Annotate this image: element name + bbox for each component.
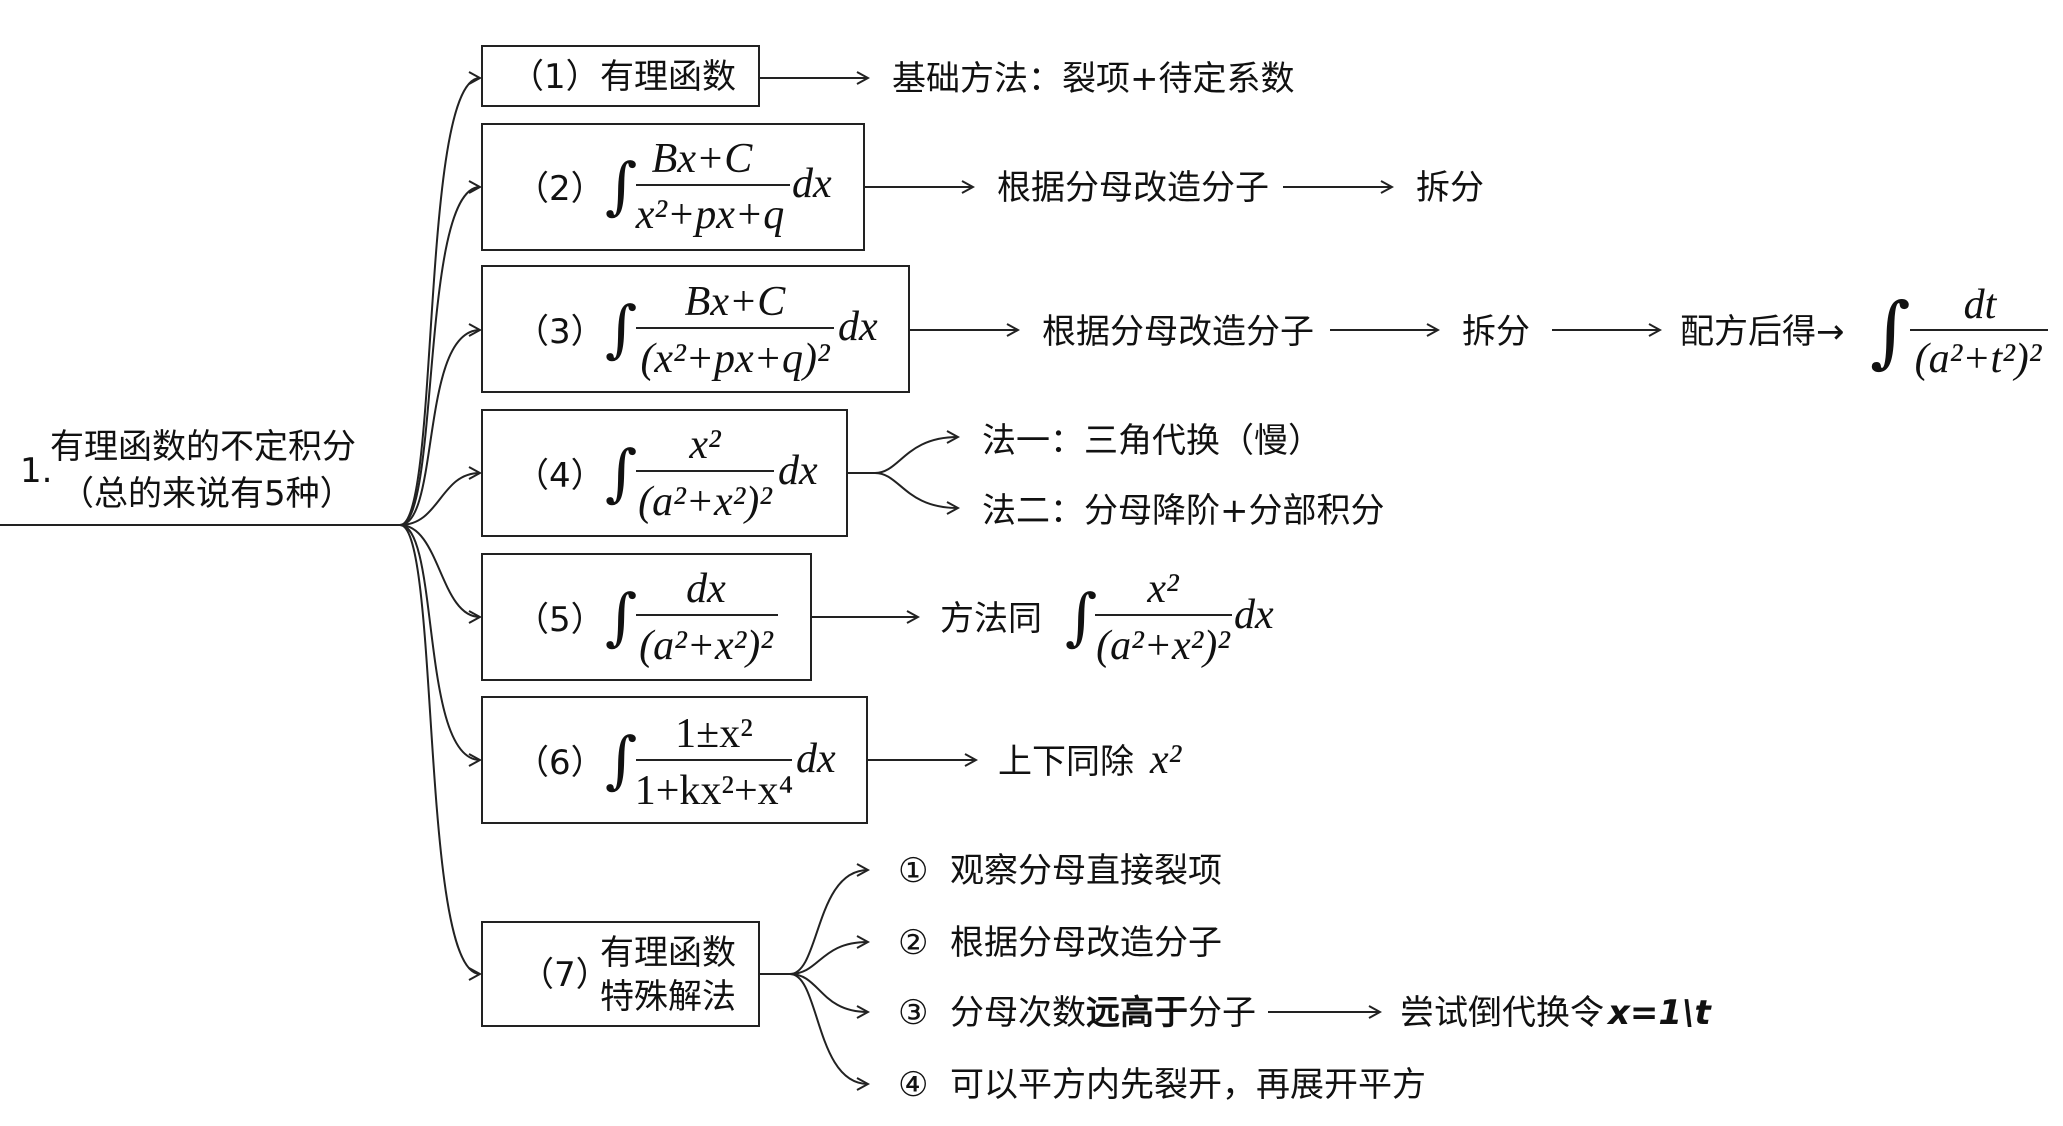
branch-2-numerator: Bx+C (652, 136, 754, 182)
branch-7-item-4-text: 可以平方内先裂开，再展开平方 (950, 1065, 1426, 1105)
branch-7-label: （7） (520, 955, 610, 995)
branch-4: （4） ∫ x² (a²+x²)² dx 法一：三角代换（慢） 法二：分母降阶+… (481, 409, 1385, 537)
connector-1 (399, 78, 480, 526)
branch-5: （5） ∫ dx (a²+x²)² 方法同 ∫ x² (a²+x²)² dx (481, 553, 1274, 681)
branch-5-denominator: (a²+x²)² (639, 623, 774, 669)
branch-1-box (481, 45, 760, 107)
branch-7-item-3-text: 分母次数远高于分子 (950, 993, 1256, 1033)
branch-4-method-2: 法二：分母降阶+分部积分 (982, 491, 1385, 531)
branch-2: （2） ∫ Bx+C x²+px+q dx 根据分母改造分子 拆分 (481, 123, 1484, 251)
branch-5-integral-sign: ∫ (605, 580, 637, 653)
root-node: 1. 有理函数的不定积分 （总的来说有5种） (0, 427, 400, 526)
branch-7-item-4-marker: ④ (898, 1065, 928, 1105)
branch-5-label: （5） (515, 600, 605, 640)
root-title: 有理函数的不定积分 (50, 427, 356, 467)
branch-7-item-3-text-b: 分子 (1188, 993, 1256, 1033)
branch-7-item-1-marker: ① (898, 851, 928, 891)
branch-6-note: 上下同除 (998, 742, 1134, 782)
branch-6-integral-sign: ∫ (605, 723, 637, 796)
branch-3-result-numerator: dt (1964, 282, 1998, 328)
branch-5-ref-numerator: x² (1146, 566, 1180, 612)
root-subtitle: （总的来说有5种） (60, 474, 354, 514)
branch-6-dx: dx (796, 736, 836, 782)
branch-6-numerator: 1±x² (675, 711, 753, 757)
branch-2-label: （2） (515, 169, 605, 209)
root-connectors (399, 78, 480, 974)
branch-2-dx: dx (792, 161, 832, 207)
branch-7-item-3-followup: 尝试倒代换令 (1400, 993, 1604, 1033)
branch-6-denominator: 1+kx²+x⁴ (635, 768, 794, 814)
branch-4-numerator: x² (688, 422, 722, 468)
connector-5 (399, 524, 480, 617)
branch-2-step-2: 拆分 (1416, 168, 1484, 208)
branch-1: （1） 有理函数 基础方法：裂项+待定系数 (481, 45, 1295, 107)
branch-7-name-line-2: 特殊解法 (600, 977, 736, 1017)
branch-5-numerator: dx (686, 566, 726, 612)
branch-4-integral-sign: ∫ (605, 436, 637, 509)
branch-7: （7） 有理函数 特殊解法 ① 观察分母直接裂项 ② 根据分母改造分子 ③ 分母… (481, 851, 1712, 1105)
branch-2-integral-sign: ∫ (605, 149, 637, 222)
branch-3-dx: dx (838, 304, 878, 350)
branch-3-step-2: 拆分 (1462, 312, 1530, 352)
branch-6: （6） ∫ 1±x² 1+kx²+x⁴ dx 上下同除 x² (481, 696, 1183, 824)
branch-4-label: （4） (515, 456, 605, 496)
branch-7-connector-3 (789, 973, 868, 1012)
branch-3-label: （3） (515, 312, 605, 352)
branch-4-connector-2 (874, 472, 958, 508)
branch-3-step-3: 配方后得→ (1680, 312, 1845, 352)
connector-2 (399, 187, 480, 526)
branch-5-ref-integral-sign: ∫ (1065, 580, 1097, 653)
branch-4-dx: dx (778, 448, 818, 494)
branch-7-item-3-followup-math: x=1\t (1606, 993, 1712, 1033)
branch-7-item-3-text-a: 分母次数 (950, 993, 1086, 1033)
branch-7-connector-4 (789, 973, 868, 1084)
connector-3 (399, 330, 480, 526)
connector-4 (399, 473, 480, 526)
branch-7-item-3-text-bold: 远高于 (1086, 993, 1188, 1033)
branch-4-connector-1 (874, 437, 958, 474)
branch-7-item-3-marker: ③ (898, 993, 928, 1033)
branch-3-result-integral-sign: ∫ (1870, 287, 1911, 377)
branch-3-step-1: 根据分母改造分子 (1042, 312, 1314, 352)
branch-7-connector-1 (789, 870, 868, 975)
branch-3-numerator: Bx+C (685, 279, 787, 325)
branch-1-note: 基础方法：裂项+待定系数 (892, 59, 1295, 99)
branch-7-item-2-marker: ② (898, 923, 928, 963)
branch-4-denominator: (a²+x²)² (638, 479, 773, 525)
branch-1-label: （1） (510, 57, 600, 97)
branch-7-connector-2 (789, 942, 868, 975)
branch-5-note: 方法同 (940, 599, 1042, 639)
branch-1-name: 有理函数 (600, 57, 736, 97)
branch-7-item-1-text: 观察分母直接裂项 (950, 851, 1222, 891)
branch-2-step-1: 根据分母改造分子 (997, 168, 1269, 208)
branch-3: （3） ∫ Bx+C (x²+px+q)² dx 根据分母改造分子 拆分 配方后… (481, 265, 2048, 393)
branch-2-denominator: x²+px+q (635, 192, 785, 238)
connector-6 (399, 524, 480, 760)
branch-6-label: （6） (515, 743, 605, 783)
branch-5-ref-denominator: (a²+x²)² (1096, 623, 1231, 669)
branch-3-result-denominator: (a²+t²)² (1915, 336, 2043, 382)
branch-7-name-line-1: 有理函数 (600, 933, 736, 973)
branch-7-item-2-text: 根据分母改造分子 (950, 923, 1222, 963)
branch-6-note-math: x² (1149, 737, 1183, 783)
root-number: 1. (20, 451, 52, 491)
branch-3-integral-sign: ∫ (605, 292, 637, 365)
branch-3-denominator: (x²+px+q)² (640, 336, 831, 382)
branch-5-ref-dx: dx (1234, 592, 1274, 638)
branch-4-method-1: 法一：三角代换（慢） (982, 421, 1322, 461)
connector-7 (399, 524, 480, 974)
